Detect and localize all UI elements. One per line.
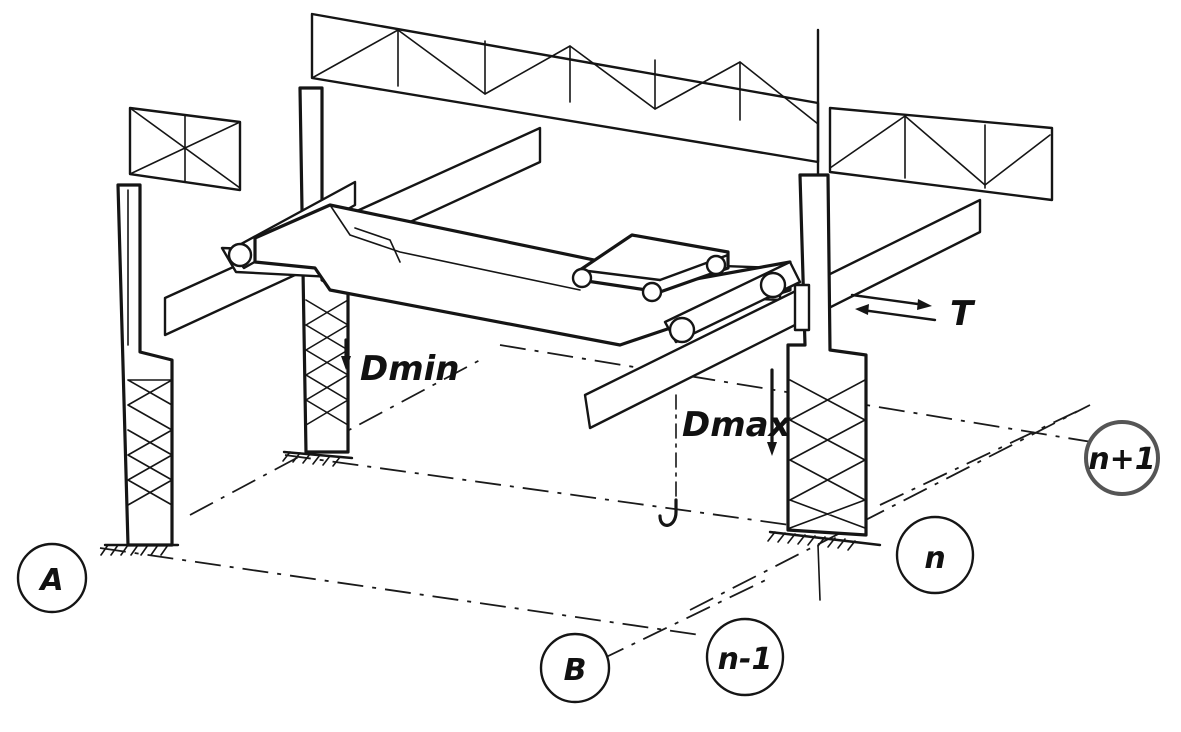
axis-bubble-n-plus-1: n+1 <box>1084 420 1160 496</box>
force-t-label: T <box>950 294 976 334</box>
axis-label-b: B <box>564 653 587 688</box>
axis-line-n-plus-1 <box>879 409 1081 506</box>
force-t-arrows <box>850 293 937 322</box>
column-n <box>767 28 882 601</box>
column-a <box>100 183 180 556</box>
grid-axis-lines <box>99 344 1111 661</box>
axis-bubble-n-minus-1: n-1 <box>705 617 785 697</box>
dmax-label: Dmax <box>682 405 792 445</box>
roof-truss-main <box>310 12 820 164</box>
crane-trolley <box>571 233 730 303</box>
axis-label-a: A <box>38 563 63 598</box>
dmin-arrow <box>341 338 351 370</box>
axis-label-n-minus-1: n-1 <box>718 642 773 677</box>
crane-hook <box>658 394 678 527</box>
axis-line-n-minus-1 <box>599 577 771 661</box>
axis-label-n: n <box>924 541 945 576</box>
axis-line-n <box>689 404 1091 611</box>
roof-truss-left <box>128 106 242 192</box>
dmax-arrow <box>767 368 777 456</box>
axis-line-b <box>284 454 791 526</box>
axis-bubble-b: B <box>539 632 611 704</box>
axis-line-a <box>99 547 701 636</box>
roof-truss-right <box>828 106 1054 202</box>
axis-label-n-plus-1: n+1 <box>1088 442 1155 477</box>
runway-beam-front <box>583 198 982 430</box>
dmin-label: Dmin <box>360 349 460 389</box>
bridge-end-truck-front <box>663 260 802 344</box>
axis-bubble-n: n <box>895 515 975 595</box>
axis-bubble-a: A <box>16 542 88 614</box>
